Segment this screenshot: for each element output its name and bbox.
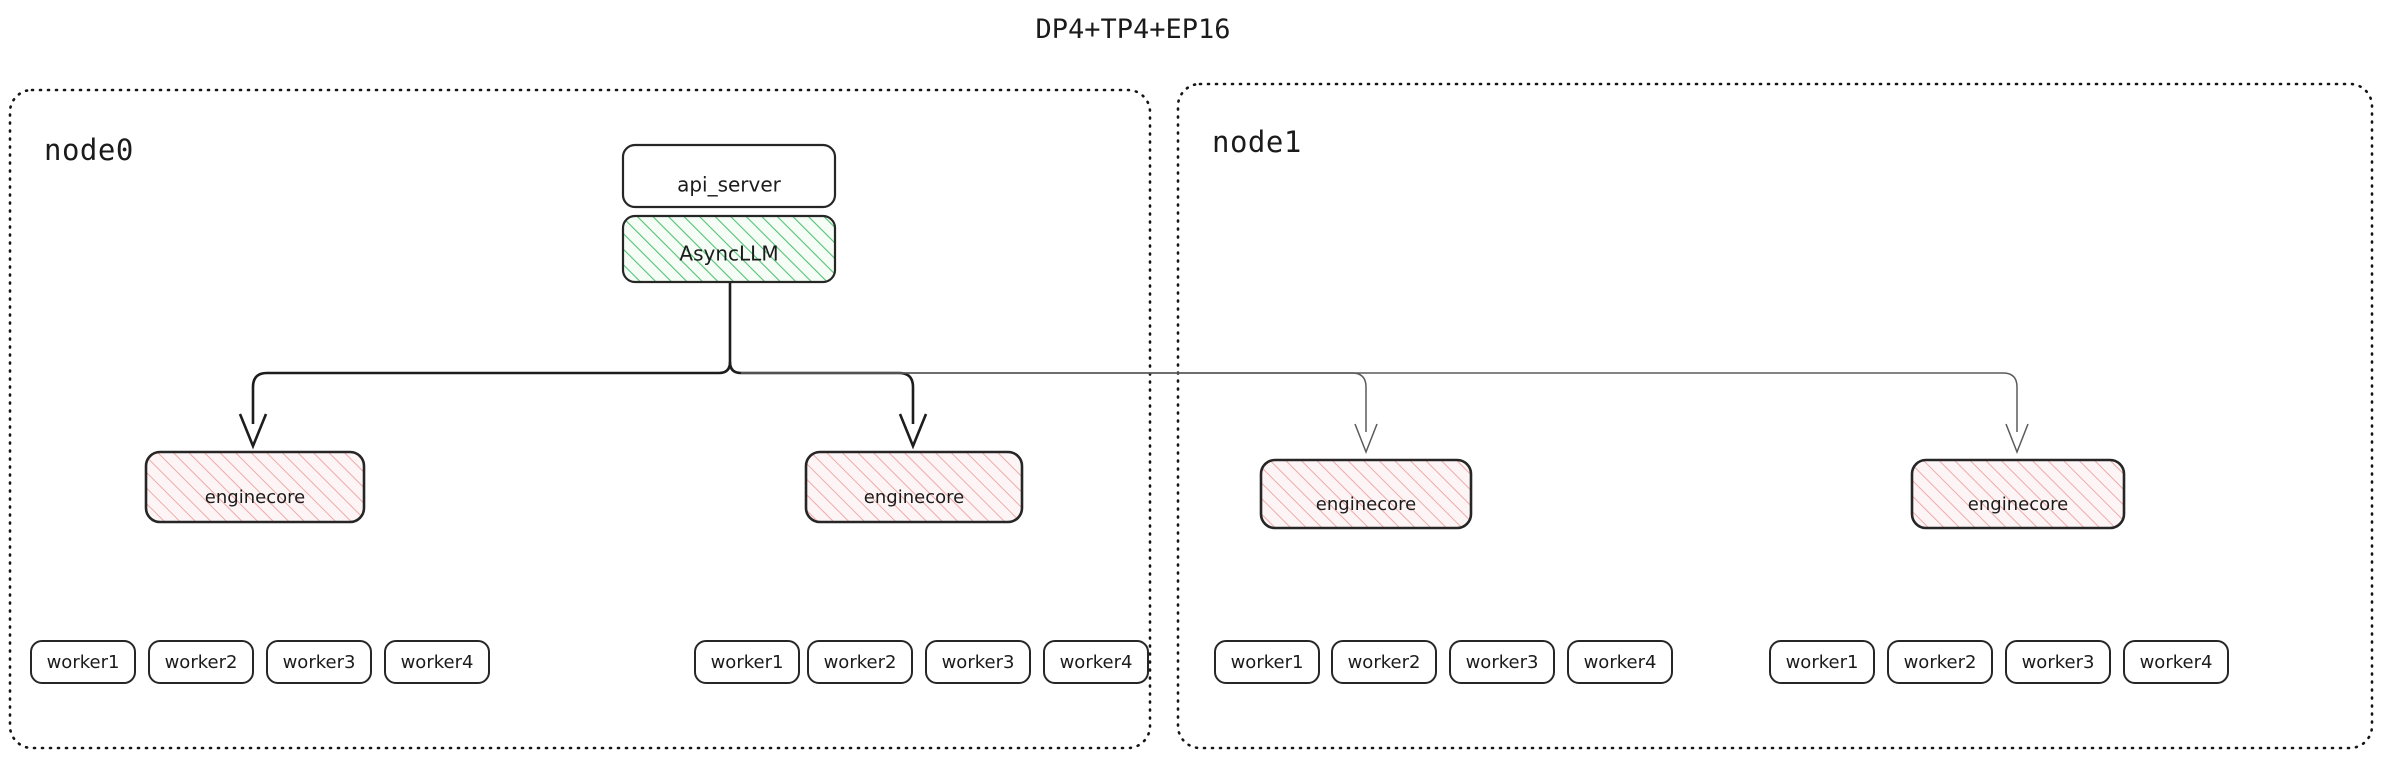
- box-node1-enginecore-0-label: enginecore: [1316, 494, 1416, 515]
- box-node1-enginecore-1[interactable]: [1910, 458, 2126, 530]
- box-node1-g0-worker4[interactable]: [1567, 640, 1673, 684]
- page-title: DP4+TP4+EP16: [1035, 14, 1230, 45]
- box-node0-g1-worker1[interactable]: [694, 640, 800, 684]
- arrowhead-node1-engine1: [2005, 423, 2029, 455]
- arrowhead-node0-engine0: [238, 413, 268, 450]
- box-asyncllm[interactable]: [621, 214, 837, 284]
- box-node0-g1-worker3[interactable]: [925, 640, 1031, 684]
- connector-node0-engine0: [251, 371, 719, 424]
- node-container-node1: [1176, 82, 2374, 750]
- box-node0-g1-worker4[interactable]: [1043, 640, 1149, 684]
- worker-group-node1-1: worker1 worker2 worker3 worker4: [1769, 640, 2229, 684]
- box-node1-g0-worker3[interactable]: [1449, 640, 1555, 684]
- box-node1-g1-worker3[interactable]: [2005, 640, 2111, 684]
- connector-node0-engine1: [741, 371, 915, 424]
- box-node0-g0-worker1-label: worker1: [47, 652, 120, 673]
- box-node1-g1-worker3-label: worker3: [2022, 652, 2095, 673]
- box-node0-enginecore-1-label: enginecore: [864, 487, 964, 508]
- box-node1-g0-worker4-label: worker4: [1584, 652, 1657, 673]
- connector-trunk: [728, 282, 742, 375]
- box-node1-g0-worker1-label: worker1: [1231, 652, 1304, 673]
- box-node1-g0-worker2-label: worker2: [1348, 652, 1421, 673]
- box-node1-g1-worker1[interactable]: [1769, 640, 1875, 684]
- box-node0-g1-worker4-label: worker4: [1060, 652, 1133, 673]
- box-node1-g0-worker1[interactable]: [1214, 640, 1320, 684]
- node-label-node0: node0: [44, 133, 134, 167]
- arrowhead-node1-engine0: [1354, 423, 1378, 455]
- worker-group-node1-0: worker1 worker2 worker3 worker4: [1214, 640, 1673, 684]
- box-api-server[interactable]: [621, 143, 837, 209]
- node-label-node1: node1: [1212, 125, 1302, 159]
- box-node1-g1-worker2-label: worker2: [1904, 652, 1977, 673]
- box-node0-enginecore-1[interactable]: [804, 450, 1024, 524]
- worker-group-node0-1: worker1 worker2 worker3 worker4: [694, 640, 1149, 684]
- box-node1-enginecore-1-label: enginecore: [1968, 494, 2068, 515]
- worker-group-node0-0: worker1 worker2 worker3 worker4: [30, 640, 490, 684]
- box-node1-g1-worker4-label: worker4: [2140, 652, 2213, 673]
- box-node1-g1-worker2[interactable]: [1887, 640, 1993, 684]
- connector-node1-engine1: [741, 372, 2018, 432]
- box-node0-g1-worker2[interactable]: [807, 640, 913, 684]
- box-node0-enginecore-0[interactable]: [144, 450, 366, 524]
- box-node0-g0-worker3-label: worker3: [283, 652, 356, 673]
- box-node0-g0-worker4-label: worker4: [401, 652, 474, 673]
- box-node0-g1-worker3-label: worker3: [942, 652, 1015, 673]
- box-asyncllm-label: AsyncLLM: [679, 242, 778, 266]
- box-node1-g1-worker4[interactable]: [2123, 640, 2229, 684]
- box-node1-enginecore-0[interactable]: [1259, 458, 1473, 530]
- box-node1-g0-worker3-label: worker3: [1466, 652, 1539, 673]
- connector-trunk-left-elbow: [718, 361, 732, 375]
- box-api-server-label: api_server: [677, 173, 782, 197]
- box-node0-g0-worker1[interactable]: [30, 640, 136, 684]
- node-container-node0: [8, 88, 1152, 750]
- box-node0-g0-worker3[interactable]: [266, 640, 372, 684]
- box-node0-g0-worker2-label: worker2: [165, 652, 238, 673]
- box-node0-g1-worker1-label: worker1: [711, 652, 784, 673]
- box-node0-g0-worker4[interactable]: [384, 640, 490, 684]
- box-node0-enginecore-0-label: enginecore: [205, 487, 305, 508]
- connector-node1-engine0: [741, 372, 1367, 432]
- box-node0-g1-worker2-label: worker2: [824, 652, 897, 673]
- box-node0-g0-worker2[interactable]: [148, 640, 254, 684]
- box-node1-g1-worker1-label: worker1: [1786, 652, 1859, 673]
- box-node1-g0-worker2[interactable]: [1331, 640, 1437, 684]
- arrowhead-node0-engine1: [898, 413, 928, 450]
